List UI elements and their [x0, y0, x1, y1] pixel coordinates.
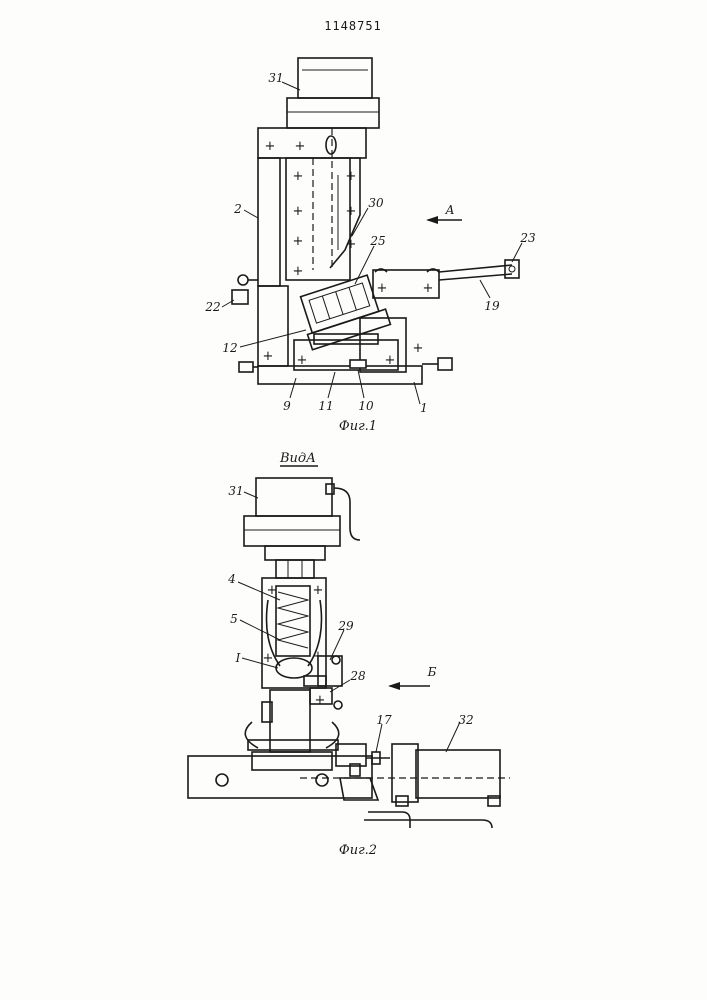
svg-text:+: +	[423, 281, 434, 296]
label-22: 22	[204, 300, 220, 314]
motor-31-flange-2	[244, 516, 340, 546]
handle-22	[232, 290, 248, 304]
svg-text:+: +	[267, 583, 278, 598]
base-rail	[188, 756, 372, 798]
svg-text:+: +	[346, 237, 357, 252]
label-12: 12	[222, 341, 237, 355]
label-32: 32	[458, 713, 473, 727]
figure-2-drawing: + + + + + Б	[188, 478, 510, 858]
label-23: 23	[519, 231, 536, 245]
label-31-fig2: 31	[228, 484, 243, 498]
spring-4	[278, 592, 308, 648]
label-4: 4	[227, 572, 236, 586]
motor-31-flange	[287, 98, 379, 128]
svg-text:+: +	[293, 169, 304, 184]
svg-text:+: +	[313, 583, 324, 598]
figure-1-drawing: + + + + + + + + + + +	[204, 58, 536, 434]
label-9: 9	[283, 399, 291, 413]
svg-text:+: +	[265, 139, 276, 154]
block-10	[350, 360, 366, 368]
rod-19-top	[439, 265, 512, 272]
svg-text:+: +	[413, 341, 424, 356]
svg-text:+: +	[346, 169, 357, 184]
label-11: 11	[318, 399, 333, 413]
label-19: 19	[484, 299, 500, 313]
svg-text:+: +	[293, 234, 304, 249]
svg-text:+: +	[377, 281, 388, 296]
label-2: 2	[233, 202, 242, 216]
column-2-left	[258, 158, 280, 286]
link-23	[505, 260, 519, 278]
patent-number: 1148751	[324, 19, 382, 33]
svg-text:+: +	[315, 693, 326, 708]
label-30: 30	[368, 196, 384, 210]
slot-hole	[326, 136, 336, 154]
motor-31-body	[298, 58, 372, 98]
figure-1-caption: Фиг.1	[339, 419, 377, 434]
view-heading: ВидА	[279, 451, 316, 466]
label-5: 5	[230, 612, 238, 626]
cable	[334, 488, 360, 540]
label-I: I	[235, 651, 241, 665]
label-28: 28	[349, 669, 366, 683]
ball	[276, 658, 312, 678]
figure-2-caption: Фиг.2	[339, 843, 377, 858]
label-29: 29	[337, 619, 354, 633]
base-nut-right	[316, 774, 328, 786]
base-nut-left	[216, 774, 228, 786]
label-17: 17	[376, 713, 392, 727]
arrow-b-label: Б	[427, 665, 437, 679]
motor-31-top-view	[256, 478, 332, 516]
rod-19-bottom	[439, 274, 512, 280]
svg-text:+: +	[293, 204, 304, 219]
motor-32-body	[416, 750, 500, 798]
svg-text:+: +	[263, 349, 274, 364]
label-25: 25	[369, 234, 385, 248]
label-31: 31	[268, 71, 283, 85]
label-10: 10	[358, 399, 374, 413]
svg-text:+: +	[385, 353, 396, 368]
svg-text:+: +	[295, 139, 306, 154]
label-1: 1	[420, 401, 428, 415]
motor-32-flange	[392, 744, 418, 802]
svg-text:+: +	[293, 264, 304, 279]
cable-2	[364, 820, 492, 828]
lower-body	[270, 690, 310, 752]
arrow-a-label: А	[444, 203, 454, 217]
svg-text:+: +	[346, 204, 357, 219]
svg-text:+: +	[297, 353, 308, 368]
knob	[238, 275, 248, 285]
